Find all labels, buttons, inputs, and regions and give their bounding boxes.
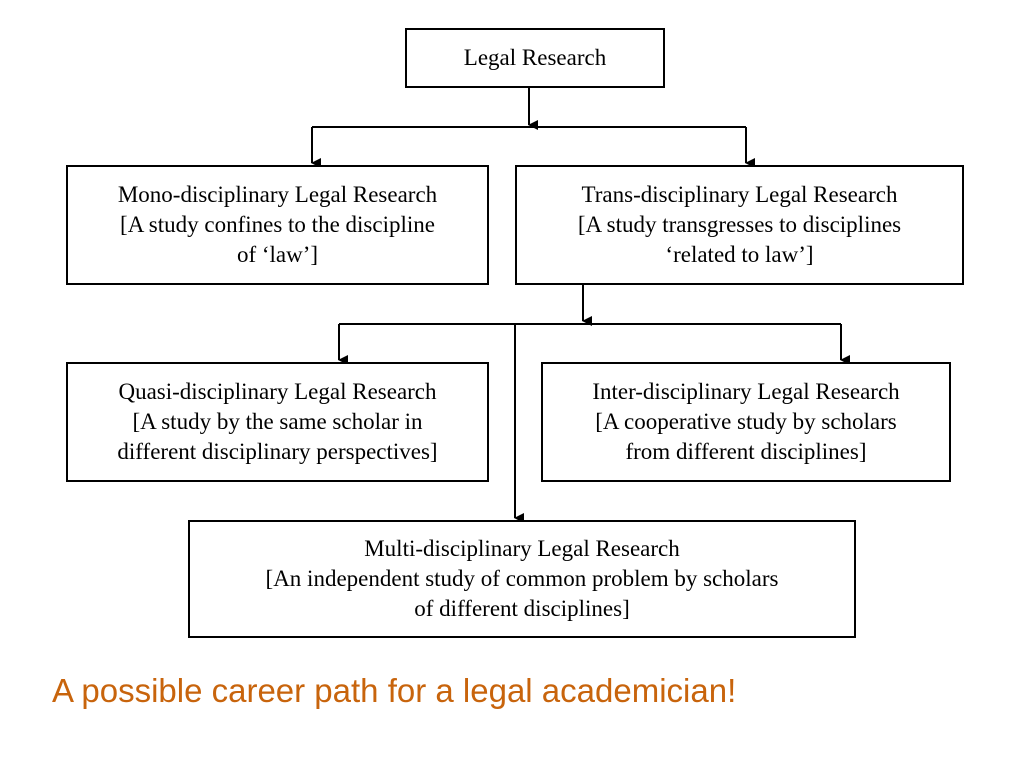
node-title: Trans-disciplinary Legal Research bbox=[581, 182, 898, 207]
node-description: of ‘law’] bbox=[236, 242, 319, 267]
node-inter-disciplinary: Inter-disciplinary Legal Research [A coo… bbox=[541, 362, 951, 482]
node-title: Quasi-disciplinary Legal Research bbox=[118, 379, 437, 404]
caption-text: A possible career path for a legal acade… bbox=[52, 672, 737, 709]
node-description: of different disciplines] bbox=[414, 596, 630, 621]
node-title: Mono-disciplinary Legal Research bbox=[117, 182, 438, 207]
node-description: different disciplinary perspectives] bbox=[117, 439, 438, 464]
node-trans-disciplinary: Trans-disciplinary Legal Research [A stu… bbox=[515, 165, 964, 285]
node-title: Inter-disciplinary Legal Research bbox=[592, 379, 900, 404]
node-description: ‘related to law’] bbox=[665, 242, 814, 267]
node-description: from different disciplines] bbox=[625, 439, 867, 464]
node-description: [A study transgresses to disciplines bbox=[577, 212, 902, 237]
node-multi-disciplinary: Multi-disciplinary Legal Research [An in… bbox=[188, 520, 856, 638]
node-title: Legal Research bbox=[463, 45, 607, 70]
node-description: [A study by the same scholar in bbox=[132, 409, 423, 434]
node-title: Multi-disciplinary Legal Research bbox=[364, 536, 680, 561]
node-description: [A cooperative study by scholars bbox=[595, 409, 897, 434]
node-mono-disciplinary: Mono-disciplinary Legal Research [A stud… bbox=[66, 165, 489, 285]
node-description: [An independent study of common problem … bbox=[265, 566, 779, 591]
node-quasi-disciplinary: Quasi-disciplinary Legal Research [A stu… bbox=[66, 362, 489, 482]
node-description: [A study confines to the discipline bbox=[120, 212, 435, 237]
node-legal-research: Legal Research bbox=[405, 28, 665, 88]
